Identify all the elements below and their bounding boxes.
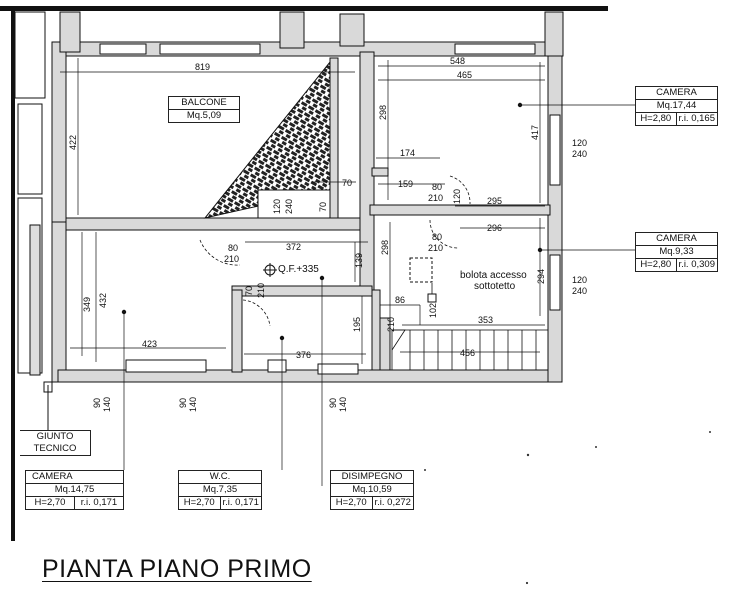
dim-210c: 210 bbox=[256, 283, 266, 298]
balcone-name: BALCONE bbox=[181, 97, 227, 108]
camera-sw-label: CAMERA Mq.14,75 H=2,70 r.i. 0,171 bbox=[25, 470, 124, 510]
left-neighbour-walls bbox=[14, 11, 46, 376]
dim-70c: 70 bbox=[244, 286, 254, 296]
dim-465: 465 bbox=[457, 70, 472, 80]
bolota-line2: sottotetto bbox=[474, 281, 516, 292]
bolota-line1: bolota accesso bbox=[460, 270, 527, 281]
dim-86: 86 bbox=[395, 295, 405, 305]
dim-80a: 80 bbox=[432, 182, 442, 192]
dim-120a: 120 bbox=[572, 138, 587, 148]
dim-372: 372 bbox=[286, 242, 301, 252]
interior-walls bbox=[65, 51, 551, 373]
giunto-label: GIUNTO TECNICO bbox=[20, 430, 91, 456]
page-title: PIANTA PIANO PRIMO bbox=[42, 555, 312, 583]
qf-label: Q.F.+335 bbox=[278, 264, 319, 275]
dim-120c: 120 bbox=[572, 275, 587, 285]
camera-ne-height: H=2,80 bbox=[640, 113, 672, 124]
disimpegno-area: Mq.10,59 bbox=[352, 484, 392, 495]
dim-w140c: 140 bbox=[338, 397, 348, 412]
dim-w140b: 140 bbox=[188, 397, 198, 412]
camera-ne-name: CAMERA bbox=[656, 87, 697, 98]
dim-240b: 240 bbox=[284, 199, 294, 214]
wc-height: H=2,70 bbox=[183, 497, 215, 508]
dim-240c: 240 bbox=[572, 286, 587, 296]
disimpegno-height: H=2,70 bbox=[335, 497, 367, 508]
dimension-lines bbox=[60, 58, 545, 364]
camera-ne-area: Mq.17,44 bbox=[656, 100, 697, 111]
dim-295: 295 bbox=[487, 196, 502, 206]
dim-210a: 210 bbox=[428, 193, 443, 203]
giunto-marker bbox=[43, 381, 53, 393]
staircase bbox=[391, 329, 549, 371]
wc-name: W.C. bbox=[209, 471, 231, 482]
giunto-line2: TECNICO bbox=[33, 443, 77, 454]
hatch-marker bbox=[427, 293, 437, 303]
disimpegno-ri: r.i. 0,272 bbox=[371, 497, 414, 509]
wc-ri: r.i. 0,171 bbox=[219, 497, 262, 509]
camera-e-area: Mq.9,33 bbox=[659, 246, 694, 257]
dim-w90b: 90 bbox=[178, 398, 188, 408]
dim-210e: 210 bbox=[224, 254, 239, 264]
dim-548: 548 bbox=[450, 56, 465, 66]
dim-159: 159 bbox=[398, 179, 413, 189]
dim-353: 353 bbox=[478, 315, 493, 325]
dim-432: 432 bbox=[98, 293, 108, 308]
dim-819: 819 bbox=[195, 62, 210, 72]
dim-210b: 210 bbox=[428, 243, 443, 253]
windows bbox=[99, 43, 561, 375]
balcone-area: Mq.5,09 bbox=[186, 110, 222, 121]
left-border-line bbox=[11, 6, 15, 541]
dim-80c: 80 bbox=[228, 243, 238, 253]
wc-label: W.C. Mq.7,35 H=2,70 r.i. 0,171 bbox=[178, 470, 262, 510]
dim-349: 349 bbox=[82, 297, 92, 312]
top-border-line bbox=[0, 6, 608, 11]
dim-174: 174 bbox=[400, 148, 415, 158]
dim-417: 417 bbox=[530, 125, 540, 140]
dim-102: 102 bbox=[428, 303, 438, 318]
dim-139: 139 bbox=[354, 253, 364, 268]
dim-423: 423 bbox=[142, 339, 157, 349]
room-dots bbox=[121, 102, 543, 341]
dim-80b: 80 bbox=[432, 232, 442, 242]
dim-298b: 298 bbox=[380, 240, 390, 255]
dim-195: 195 bbox=[352, 317, 362, 332]
dim-296: 296 bbox=[487, 223, 502, 233]
dim-210d: 210 bbox=[386, 317, 396, 332]
camera-e-name: CAMERA bbox=[656, 233, 697, 244]
dim-w140a: 140 bbox=[102, 397, 112, 412]
dim-w90a: 90 bbox=[92, 398, 102, 408]
balcony-bench bbox=[257, 189, 331, 219]
camera-sw-name: CAMERA bbox=[32, 471, 73, 482]
disimpegno-label: DISIMPEGNO Mq.10,59 H=2,70 r.i. 0,272 bbox=[330, 470, 414, 510]
camera-sw-ri: r.i. 0,171 bbox=[74, 497, 123, 509]
dim-376: 376 bbox=[296, 350, 311, 360]
camera-sw-area: Mq.14,75 bbox=[54, 484, 95, 495]
scan-specks bbox=[424, 431, 711, 585]
camera-ne-ri: r.i. 0,165 bbox=[675, 113, 717, 125]
camera-sw-height: H=2,70 bbox=[34, 497, 66, 508]
dim-120b: 120 bbox=[272, 199, 282, 214]
dim-240a: 240 bbox=[572, 149, 587, 159]
camera-e-ri: r.i. 0,309 bbox=[675, 259, 717, 271]
attic-hatch bbox=[409, 257, 433, 283]
dim-294: 294 bbox=[536, 269, 546, 284]
dim-422: 422 bbox=[68, 135, 78, 150]
giunto-line1: GIUNTO bbox=[36, 431, 74, 442]
room-leaders bbox=[123, 104, 635, 486]
disimpegno-name: DISIMPEGNO bbox=[341, 471, 403, 482]
dim-298a: 298 bbox=[378, 105, 388, 120]
dim-120v: 120 bbox=[452, 189, 462, 204]
camera-e-height: H=2,80 bbox=[640, 259, 672, 270]
dim-w90c: 90 bbox=[328, 398, 338, 408]
wc-area: Mq.7,35 bbox=[202, 484, 238, 495]
dim-70b: 70 bbox=[318, 202, 328, 212]
balcone-label: BALCONE Mq.5,09 bbox=[168, 96, 240, 123]
door-swings bbox=[199, 175, 471, 327]
dim-456: 456 bbox=[460, 348, 475, 358]
dim-70a: 70 bbox=[342, 178, 352, 188]
